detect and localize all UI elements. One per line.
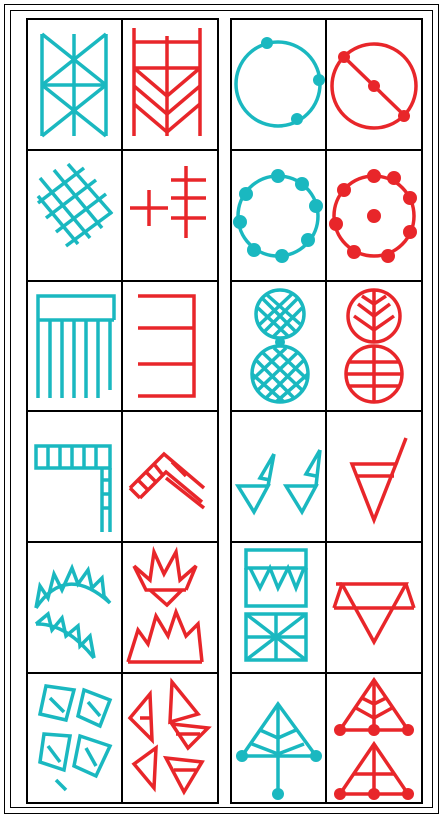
teal-sawtooth-arc-icon (36, 568, 110, 658)
teal-bow-ladder-icon (42, 34, 106, 136)
teal-circle-with-dots-icon (236, 37, 325, 126)
red-plus-cross-icon (130, 166, 206, 238)
red-inverted-triangle-icon (334, 584, 414, 642)
red-circle-diagonal-icon (332, 44, 416, 128)
teal-flag-triangles-icon (238, 450, 320, 512)
red-flag-triangle-icon (352, 438, 406, 520)
teal-crosshatch-icon (38, 164, 112, 246)
red-triangle-cluster-icon (130, 682, 208, 792)
teal-comb-icon (38, 296, 114, 398)
red-bead-ring-center-icon (329, 169, 417, 263)
teal-diamond-cluster-icon (40, 686, 110, 790)
teal-woven-box-icon (246, 550, 306, 660)
teal-fishbone-triangle-icon (236, 704, 322, 800)
right-symbol-table (230, 18, 423, 804)
teal-bead-ring-icon (233, 169, 323, 263)
red-veined-double-circle-icon (346, 290, 402, 402)
left-symbol-table (26, 18, 219, 804)
red-zigzag-comb-icon (130, 454, 204, 508)
red-stacked-triangles-icon (334, 680, 414, 800)
teal-hatched-double-circle-icon (252, 290, 308, 402)
teal-corner-comb-icon (36, 446, 110, 532)
red-e-bracket-icon (138, 296, 194, 396)
red-arrow-ladder-icon (134, 28, 200, 136)
red-spiked-star-icon (128, 552, 202, 662)
